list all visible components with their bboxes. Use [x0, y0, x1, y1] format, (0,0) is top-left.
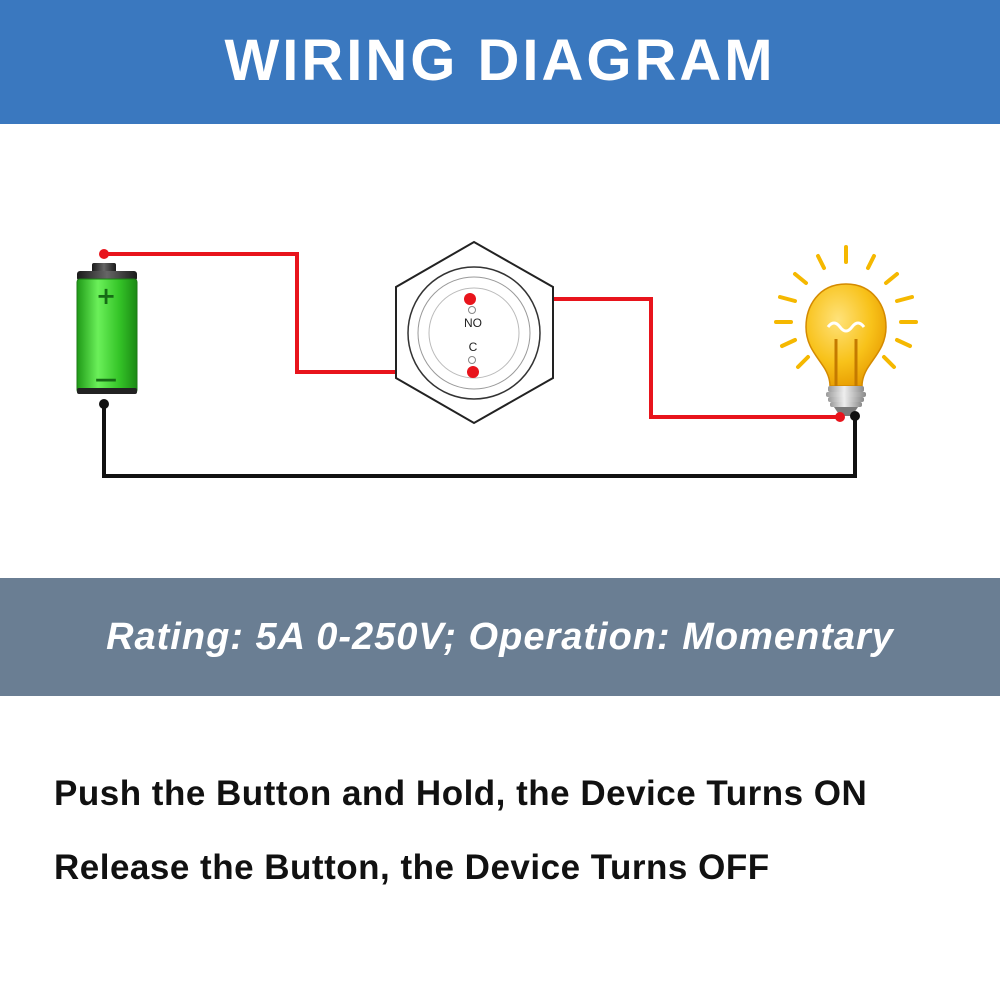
connection-points: [99, 249, 860, 422]
instruction-line-off: Release the Button, the Device Turns OFF: [54, 848, 770, 887]
lamp-negative-terminal-dot: [850, 411, 860, 421]
bulb-rays: [774, 245, 918, 369]
terminal-no-label: NO: [464, 316, 482, 330]
switch-no-terminal-dot: [464, 293, 476, 305]
terminal-no-hole: [468, 306, 476, 314]
battery-positive-sign: +: [96, 282, 116, 310]
battery-negative-sign: —: [95, 367, 117, 392]
rating-text: Rating: 5A 0-250V; Operation: Momentary: [106, 615, 894, 658]
switch-c-terminal-dot: [467, 366, 479, 378]
terminal-c-label: C: [469, 340, 478, 354]
instructions: Push the Button and Hold, the Device Tur…: [54, 764, 974, 912]
wire-battery-negative-to-lamp: [102, 404, 857, 478]
wire-no-to-lamp: [470, 297, 840, 419]
terminal-c-hole: [468, 356, 476, 364]
light-bulb-icon: [774, 245, 918, 416]
wiring-diagram: + — NO C: [76, 240, 918, 478]
instruction-line-on: Push the Button and Hold, the Device Tur…: [54, 774, 868, 813]
header-bar: WIRING DIAGRAM: [0, 0, 1000, 124]
battery-positive-terminal-dot: [99, 249, 109, 259]
battery-icon: + —: [76, 263, 138, 394]
wire-battery-positive-to-c: [104, 252, 473, 374]
wires: [102, 252, 857, 478]
lamp-positive-terminal-dot: [835, 412, 845, 422]
rating-bar: Rating: 5A 0-250V; Operation: Momentary: [0, 578, 1000, 696]
push-button-switch-icon: NO C: [395, 240, 554, 425]
battery-negative-terminal-dot: [99, 399, 109, 409]
page-title: WIRING DIAGRAM: [224, 27, 776, 93]
